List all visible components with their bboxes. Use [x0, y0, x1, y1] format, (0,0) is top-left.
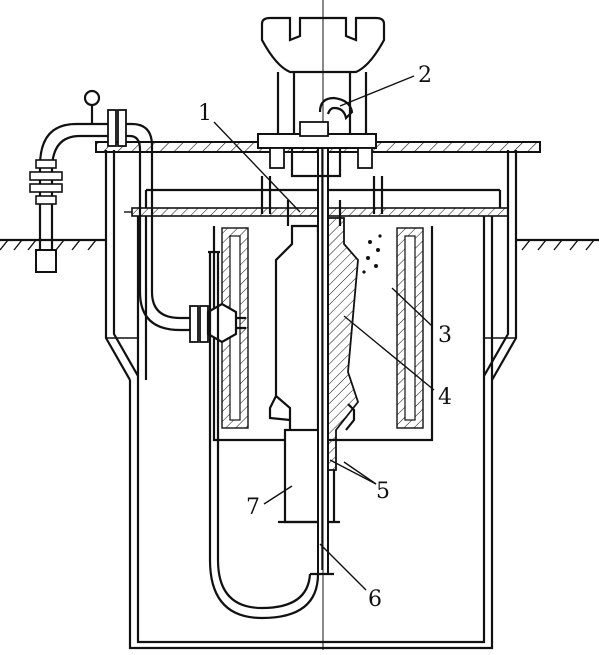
loop-tube: [208, 250, 320, 620]
label-3: 3: [438, 323, 452, 348]
label-6: 6: [368, 587, 382, 612]
leader-lines: [213, 75, 435, 591]
inlet-piping: [29, 89, 246, 344]
crucible: [268, 200, 360, 471]
top-mechanism: [257, 0, 386, 650]
label-1: 1: [198, 101, 212, 126]
label-4: 4: [438, 385, 452, 410]
label-5: 5: [376, 479, 390, 504]
ground-right: [516, 238, 599, 251]
label-7: 7: [246, 495, 260, 520]
label-2: 2: [418, 63, 432, 88]
